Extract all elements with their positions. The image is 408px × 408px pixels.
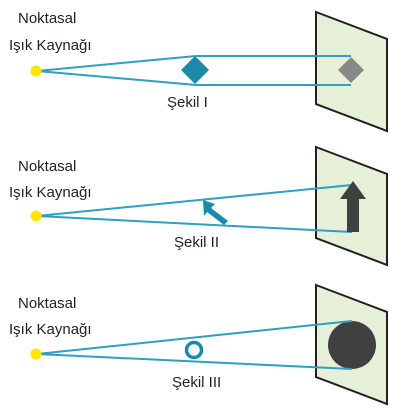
source-label-1-line1: Noktasal xyxy=(18,10,77,27)
panel-2 xyxy=(30,145,388,267)
ray-3-bottom xyxy=(36,353,353,370)
light-source-3 xyxy=(30,348,42,360)
ray-2-top xyxy=(36,184,353,217)
figure-label-3: Şekil III xyxy=(172,374,222,391)
source-label-2-line2: Işık Kaynağı xyxy=(9,184,92,201)
ring-object xyxy=(184,340,204,360)
figure-label-1: Şekil I xyxy=(167,94,208,111)
panel-1 xyxy=(30,10,388,133)
panel-3 xyxy=(30,283,388,406)
source-label-3-line2: Işık Kaynağı xyxy=(9,321,92,338)
arrow-object xyxy=(203,200,228,225)
arrow-shadow xyxy=(340,181,366,232)
ray-2-bottom xyxy=(36,215,353,233)
source-label-3-line1: Noktasal xyxy=(18,295,77,312)
ray-1-top xyxy=(36,55,197,72)
ray-1-bottom xyxy=(36,70,197,86)
disc-shadow xyxy=(328,321,376,369)
light-source-2 xyxy=(30,210,42,222)
figure-label-2: Şekil II xyxy=(174,234,220,251)
light-source-1 xyxy=(30,65,42,77)
source-label-1-line2: Işık Kaynağı xyxy=(9,37,92,54)
diamond-object xyxy=(181,56,209,84)
source-label-2-line1: Noktasal xyxy=(18,158,77,175)
ray-3-top xyxy=(36,320,353,355)
shadow-diamond xyxy=(338,57,364,83)
